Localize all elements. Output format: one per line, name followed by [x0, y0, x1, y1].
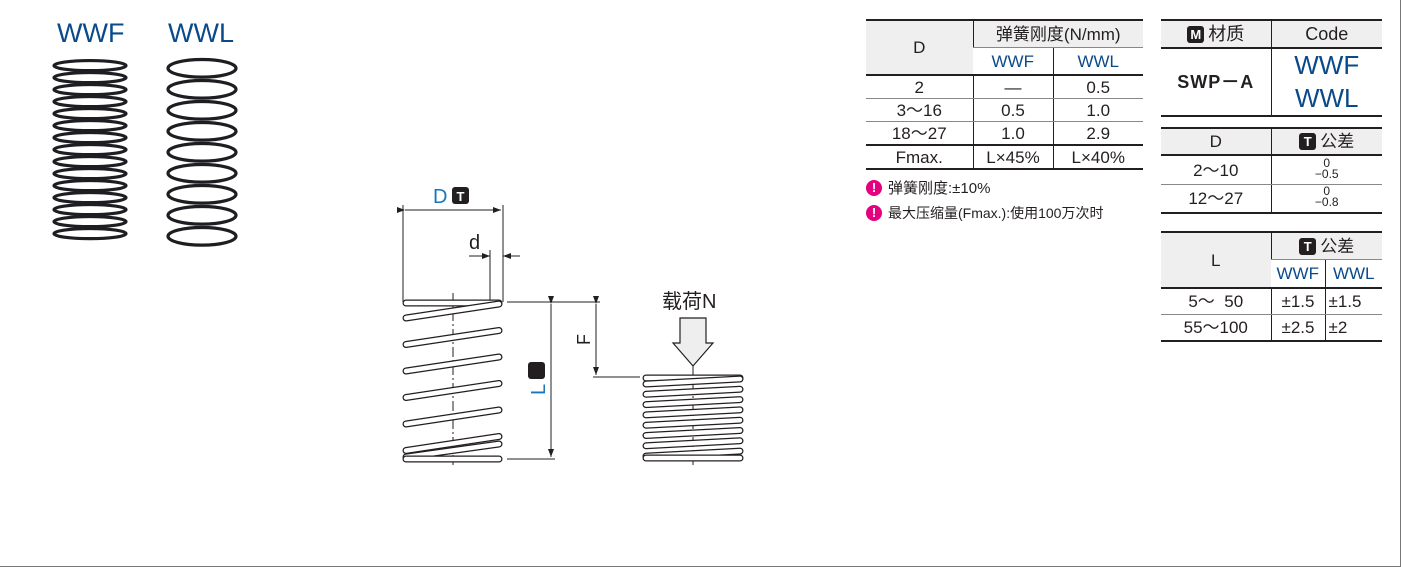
load-label: 载荷N — [662, 290, 716, 313]
note-stiffness: !弹簧刚度:±10% — [866, 177, 990, 198]
coil — [52, 214, 128, 229]
wwl-spring-image — [166, 57, 238, 247]
spring-dimension-diagram: D T d L F 载荷N — [397, 186, 744, 465]
code-wwl: WWL — [1294, 83, 1359, 113]
table-row: 55～100±2.5±2 — [1161, 314, 1382, 342]
header-d: D — [866, 19, 973, 76]
header-l: L — [1161, 231, 1271, 289]
material-value: SWP－A — [1161, 48, 1271, 117]
load-arrow-icon — [671, 317, 715, 367]
coil — [52, 154, 128, 169]
coil — [52, 70, 128, 85]
coil — [52, 130, 128, 145]
coil — [52, 202, 128, 217]
compressed-spring-drawing — [642, 374, 744, 462]
coil — [52, 178, 128, 193]
coil — [166, 99, 238, 121]
coil — [52, 190, 128, 205]
header-wwf: WWF — [1271, 259, 1325, 289]
d-outer-label: D — [433, 186, 447, 208]
tolerance-badge-icon: T — [1299, 237, 1317, 255]
warning-icon: ! — [866, 205, 882, 221]
coil — [52, 118, 128, 133]
tolerance-badge-icon — [452, 187, 469, 204]
header-wwl: WWL — [1052, 47, 1143, 76]
header-wwl: WWL — [1324, 259, 1382, 289]
header-d: D — [1161, 127, 1271, 156]
wwf-label: WWF — [57, 18, 125, 48]
spring-photos — [52, 57, 238, 247]
svg-text:T: T — [457, 189, 465, 204]
note-fmax: !最大压缩量(Fmax.):使用100万次时 — [866, 203, 1103, 223]
tolerance-badge-icon — [528, 362, 545, 379]
coil — [52, 226, 128, 241]
coil — [52, 166, 128, 181]
coil — [166, 204, 238, 226]
warning-icon: ! — [866, 179, 882, 196]
coil — [166, 78, 238, 100]
header-wwf: WWF — [973, 47, 1053, 76]
header-code: Code — [1270, 19, 1382, 49]
table-row: 2—0.5 — [866, 75, 1143, 99]
coil — [166, 162, 238, 184]
tolerance-badge-icon: T — [1299, 133, 1317, 150]
free-spring-drawing — [402, 299, 503, 463]
coil — [166, 225, 238, 247]
wwf-spring-image — [52, 58, 128, 241]
table-row: 5～ 50±1.5±1.5 — [1161, 288, 1382, 315]
d-wire-label: d — [469, 232, 480, 254]
length-label: L — [528, 384, 550, 395]
coil — [52, 142, 128, 157]
coil — [52, 82, 128, 97]
coil — [166, 57, 238, 79]
coil — [52, 94, 128, 109]
coil — [166, 120, 238, 142]
coil — [52, 106, 128, 121]
code-wwf: WWF — [1294, 50, 1360, 80]
table-row: Fmax.L×45%L×40% — [866, 145, 1143, 170]
coil — [166, 141, 238, 163]
coil — [52, 58, 128, 73]
material-badge-icon: M — [1187, 25, 1205, 43]
wwl-label: WWL — [168, 18, 234, 48]
header-stiffness: 弹簧刚度(N/mm) — [972, 19, 1143, 48]
coil — [166, 183, 238, 205]
deflection-label: F — [574, 334, 594, 345]
